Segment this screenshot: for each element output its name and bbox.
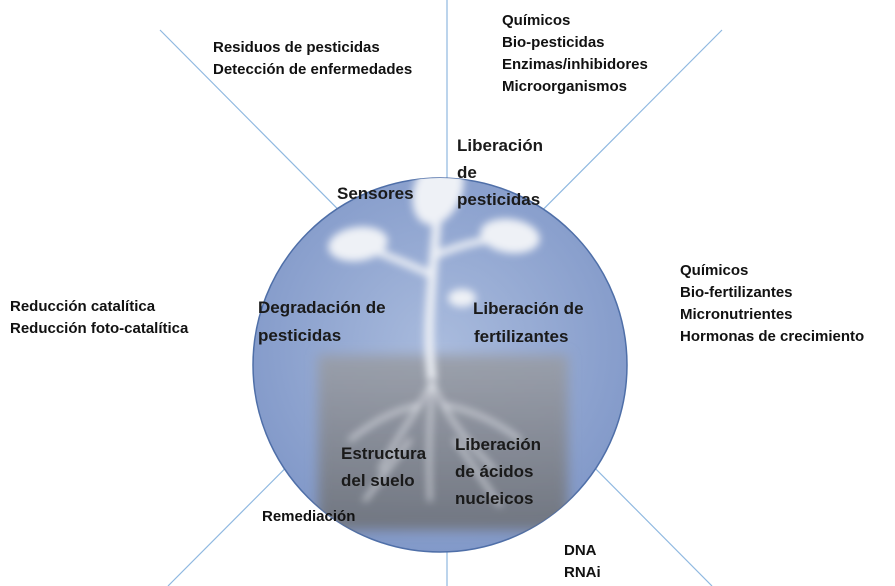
leaf-left <box>328 226 388 262</box>
outer-item: Reducción catalítica <box>10 298 156 315</box>
outer-item: Hormonas de crecimiento <box>680 328 865 345</box>
outer-item: Micronutrientes <box>680 306 793 323</box>
segment-estructura-suelo: Estructura del suelo <box>341 444 431 490</box>
segment-sensores: Sensores <box>337 184 414 203</box>
outer-item: Químicos <box>502 12 571 29</box>
outer-item: Químicos <box>680 262 749 279</box>
outer-item: Microorganismos <box>502 78 628 95</box>
outer-fertilizantes-list: Químicos Bio-fertilizantes Micronutrient… <box>680 260 864 348</box>
leaf-small <box>448 289 476 307</box>
outer-item: Bio-pesticidas <box>502 34 605 51</box>
outer-item: Reducción foto-catalítica <box>10 320 189 337</box>
segment-liberacion-acidos: Liberación de ácidos nucleicos <box>455 435 546 508</box>
outer-item: Remediación <box>262 508 356 525</box>
leaf-top <box>412 178 464 225</box>
outer-degradacion-list: Reducción catalítica Reducción foto-cata… <box>10 296 188 340</box>
soil-block <box>318 355 568 530</box>
outer-item: RNAi <box>564 564 601 581</box>
outer-item: Residuos de pesticidas <box>213 39 380 56</box>
outer-item: Enzimas/inhibidores <box>502 56 648 73</box>
leaf-right <box>480 218 540 254</box>
outer-suelo-list: Remediación <box>262 506 355 528</box>
outer-item: DNA <box>564 542 597 559</box>
outer-sensores-list: Residuos de pesticidas Detección de enfe… <box>213 37 412 81</box>
outer-pesticidas-list: Químicos Bio-pesticidas Enzimas/inhibido… <box>502 10 648 98</box>
outer-item: Detección de enfermedades <box>213 61 413 78</box>
segment-liberacion-pesticidas: Liberación de pesticidas <box>457 136 548 209</box>
segment-liberacion-fertilizantes: Liberación de fertilizantes <box>473 299 588 346</box>
roots <box>348 378 522 507</box>
outer-item: Bio-fertilizantes <box>680 284 793 301</box>
segment-degradacion-pesticidas: Degradación de pesticidas <box>258 298 390 345</box>
outer-acidos-list: DNA RNAi <box>564 540 601 584</box>
plant-illustration <box>318 178 568 530</box>
